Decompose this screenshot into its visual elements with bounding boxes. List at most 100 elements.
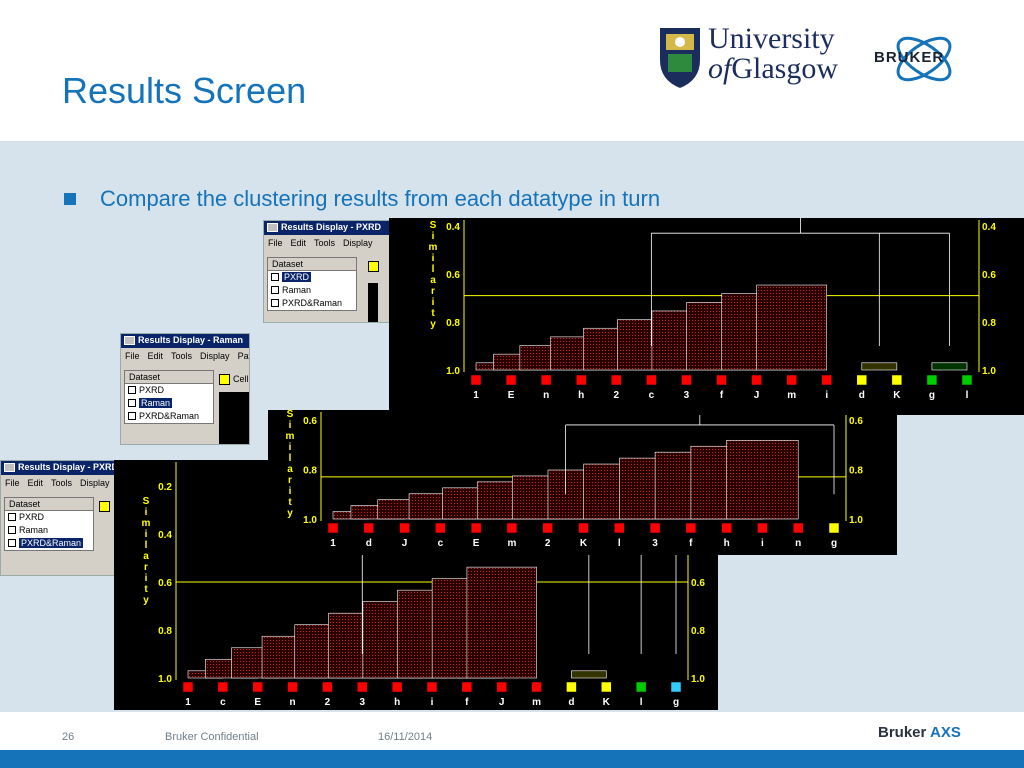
leaf-node[interactable] <box>926 374 938 386</box>
leaf-label: 2 <box>545 538 551 549</box>
checkbox-icon[interactable] <box>8 539 16 547</box>
leaf-node[interactable] <box>505 374 517 386</box>
window-title-bar[interactable]: Results Display - PXRD <box>264 221 392 235</box>
leaf-node[interactable] <box>681 374 692 386</box>
leaf-node[interactable] <box>575 374 587 386</box>
menu-display[interactable]: Display <box>200 351 230 361</box>
leaf-node[interactable] <box>252 681 263 693</box>
y-tick-label-left: 1.0 <box>303 515 317 526</box>
leaf-node[interactable] <box>821 374 832 386</box>
leaf-node[interactable] <box>614 522 625 534</box>
leaf-node[interactable] <box>470 522 482 534</box>
cluster-block <box>931 362 968 371</box>
leaf-node[interactable] <box>391 681 403 693</box>
leaf-node[interactable] <box>685 522 697 534</box>
leaf-node[interactable] <box>649 522 661 534</box>
leaf-label: K <box>603 697 611 708</box>
leaf-node[interactable] <box>399 522 410 534</box>
cell-grid-icon[interactable] <box>99 501 110 512</box>
menu-edit[interactable]: Edit <box>27 478 44 488</box>
menu-pattern[interactable]: Patte <box>237 351 249 361</box>
dataset-item-pxrd[interactable]: PXRD <box>125 384 213 397</box>
menu-edit[interactable]: Edit <box>290 238 307 248</box>
leaf-node[interactable] <box>322 681 333 693</box>
leaf-node[interactable] <box>496 681 507 693</box>
menu-tools[interactable]: Tools <box>171 351 193 361</box>
leaf-node[interactable] <box>578 522 589 534</box>
menu-file[interactable]: File <box>125 351 140 361</box>
checkbox-icon[interactable] <box>128 386 136 394</box>
y-axis-label-char: i <box>145 573 148 584</box>
leaf-node[interactable] <box>426 681 438 693</box>
menu-file[interactable]: File <box>268 238 283 248</box>
checkbox-icon[interactable] <box>8 513 16 521</box>
leaf-node[interactable] <box>792 522 804 534</box>
leaf-label: i <box>431 697 434 708</box>
footer-bruker-axs-logo: Bruker AXS <box>878 724 961 741</box>
menu-tools[interactable]: Tools <box>314 238 336 248</box>
y-axis-label-char: a <box>143 551 149 562</box>
window-title-bar[interactable]: Results Display - PXRD <box>1 461 117 475</box>
leaf-node[interactable] <box>786 374 797 386</box>
leaf-node[interactable] <box>721 522 732 534</box>
leaf-label: d <box>366 538 372 549</box>
leaf-node[interactable] <box>287 681 298 693</box>
leaf-label: c <box>649 390 655 401</box>
leaf-node[interactable] <box>506 522 518 534</box>
leaf-node[interactable] <box>646 374 657 386</box>
window-title-bar[interactable]: Results Display - Raman <box>121 334 249 348</box>
leaf-node[interactable] <box>327 522 339 534</box>
y-axis-label-char: S <box>143 496 150 507</box>
menu-display[interactable]: Display <box>80 478 110 488</box>
leaf-node[interactable] <box>757 522 768 534</box>
leaf-node[interactable] <box>716 374 727 386</box>
leaf-node[interactable] <box>435 522 446 534</box>
leaf-label: i <box>825 390 828 401</box>
leaf-node[interactable] <box>611 374 622 386</box>
leaf-node[interactable] <box>891 374 903 386</box>
leaf-node[interactable] <box>635 681 647 693</box>
dataset-item-combined[interactable]: PXRD&Raman <box>125 410 213 423</box>
dataset-item-combined[interactable]: PXRD&Raman <box>268 297 356 310</box>
checkbox-icon[interactable] <box>271 273 279 281</box>
leaf-node[interactable] <box>217 681 229 693</box>
leaf-node[interactable] <box>601 681 612 693</box>
dataset-item-pxrd[interactable]: PXRD <box>5 511 93 524</box>
checkbox-icon[interactable] <box>271 286 279 294</box>
menu-edit[interactable]: Edit <box>147 351 164 361</box>
results-window-raman[interactable]: Results Display - Raman File Edit Tools Dis… <box>120 333 250 445</box>
checkbox-icon[interactable] <box>8 526 16 534</box>
leaf-node[interactable] <box>357 681 368 693</box>
menu-display[interactable]: Display <box>343 238 373 248</box>
leaf-node[interactable] <box>961 374 973 386</box>
window-body: Dataset PXRD Raman PXRD&Raman <box>264 251 392 322</box>
checkbox-icon[interactable] <box>128 412 136 420</box>
checkbox-icon[interactable] <box>128 399 136 407</box>
leaf-node[interactable] <box>461 681 473 693</box>
menu-file[interactable]: File <box>5 478 20 488</box>
leaf-node[interactable] <box>856 374 868 386</box>
leaf-node[interactable] <box>363 522 375 534</box>
cluster-block <box>726 439 799 520</box>
leaf-node[interactable] <box>566 681 577 693</box>
leaf-node[interactable] <box>670 681 682 693</box>
dataset-item-raman[interactable]: Raman <box>125 397 213 410</box>
cell-grid-icon[interactable] <box>219 374 230 385</box>
leaf-node[interactable] <box>828 522 840 534</box>
dataset-item-raman[interactable]: Raman <box>5 524 93 537</box>
results-window-pxrd[interactable]: Results Display - PXRD File Edit Tools Disp… <box>263 220 393 323</box>
checkbox-icon[interactable] <box>271 299 279 307</box>
app-icon <box>124 336 135 345</box>
leaf-node[interactable] <box>531 681 542 693</box>
dataset-item-raman[interactable]: Raman <box>268 284 356 297</box>
results-window-combined[interactable]: Results Display - PXRD File Edit Tools Disp… <box>0 460 118 576</box>
leaf-node[interactable] <box>751 374 762 386</box>
leaf-node[interactable] <box>542 522 553 534</box>
dataset-item-combined[interactable]: PXRD&Raman <box>5 537 93 550</box>
cell-grid-icon[interactable] <box>368 261 379 272</box>
leaf-node[interactable] <box>470 374 482 386</box>
dataset-item-pxrd[interactable]: PXRD <box>268 271 356 284</box>
leaf-node[interactable] <box>182 681 194 693</box>
menu-tools[interactable]: Tools <box>51 478 73 488</box>
leaf-node[interactable] <box>540 374 552 386</box>
